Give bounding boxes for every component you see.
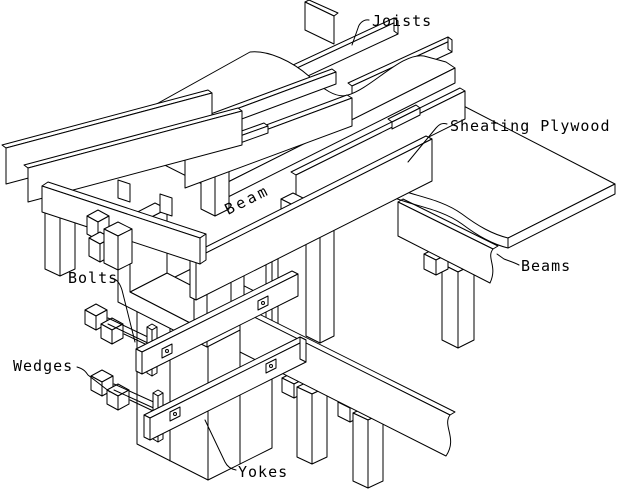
wedges-label: Wedges <box>13 357 73 375</box>
lower-wedge2-right <box>117 389 130 411</box>
joist-board2-end-face <box>447 36 453 53</box>
upper-bolt1 <box>165 349 169 353</box>
upper-bolt-shaft2 <box>107 323 153 346</box>
joists-label: Joists <box>372 12 432 30</box>
post2-left-face <box>352 412 369 489</box>
joists-leader <box>351 19 370 46</box>
sheating-plywood-label: Sheating Plywood <box>450 117 611 135</box>
joist-board-end-face <box>393 17 399 35</box>
beams-leader <box>496 253 520 266</box>
left-post2-right-face <box>117 228 133 271</box>
upper-bolt-shaft1 <box>107 317 153 340</box>
right-ledger-cleat-face <box>391 107 421 130</box>
yokes-group <box>84 270 307 443</box>
bolts-leader <box>111 277 136 343</box>
left-post2-left-face <box>103 228 119 271</box>
left-clamp-end-cap <box>199 233 207 265</box>
upper-wedge2-right <box>111 323 124 345</box>
ledger-front-face <box>184 97 353 189</box>
left-clamp-cleat2 <box>159 193 173 217</box>
bolts-label: Bolts <box>68 269 118 287</box>
right-ledger <box>280 87 466 344</box>
beams-label: Beams <box>521 257 571 275</box>
yokes-label: Yokes <box>238 463 288 481</box>
sheating-plywood-leader <box>407 123 448 163</box>
upper-bolt-plate2 <box>257 295 269 311</box>
annotations: Joists Sheating Plywood Beams Bolts Wedg… <box>13 12 611 481</box>
lower-bolt-shaft2 <box>113 389 159 411</box>
post2-right-face <box>367 412 384 489</box>
post0-left-face <box>296 386 313 465</box>
left-plank-front-face <box>27 110 243 203</box>
lower-yoke-right-cap <box>299 336 307 363</box>
post-right-right-face <box>457 263 475 349</box>
post0-right-face <box>311 386 328 465</box>
lower-bolt1 <box>173 412 177 416</box>
left-clamp-cleat1 <box>117 179 131 203</box>
lower-yoke-left-cap <box>143 414 151 441</box>
beam-plank-face <box>195 138 433 301</box>
lower-bolt-shaft1 <box>113 383 159 405</box>
lower-bolt-plate1 <box>169 406 181 422</box>
yokes-leader <box>204 419 237 471</box>
beam-right-face <box>397 201 494 284</box>
upper-bolt-plate1 <box>161 343 173 359</box>
left-clamp-cluster <box>41 179 207 277</box>
beam-right <box>397 198 499 349</box>
lower-bolt2 <box>269 364 273 368</box>
upper-yoke-left-cap <box>135 348 143 375</box>
plank-sliver-front <box>304 1 335 45</box>
post-right-left-face <box>441 263 459 349</box>
wedges-leader <box>76 366 111 393</box>
column-head-junction: Beam <box>117 135 433 348</box>
upper-bolt2 <box>261 301 265 305</box>
left-form-planks <box>1 89 243 203</box>
lower-bolt-plate2 <box>265 358 277 374</box>
